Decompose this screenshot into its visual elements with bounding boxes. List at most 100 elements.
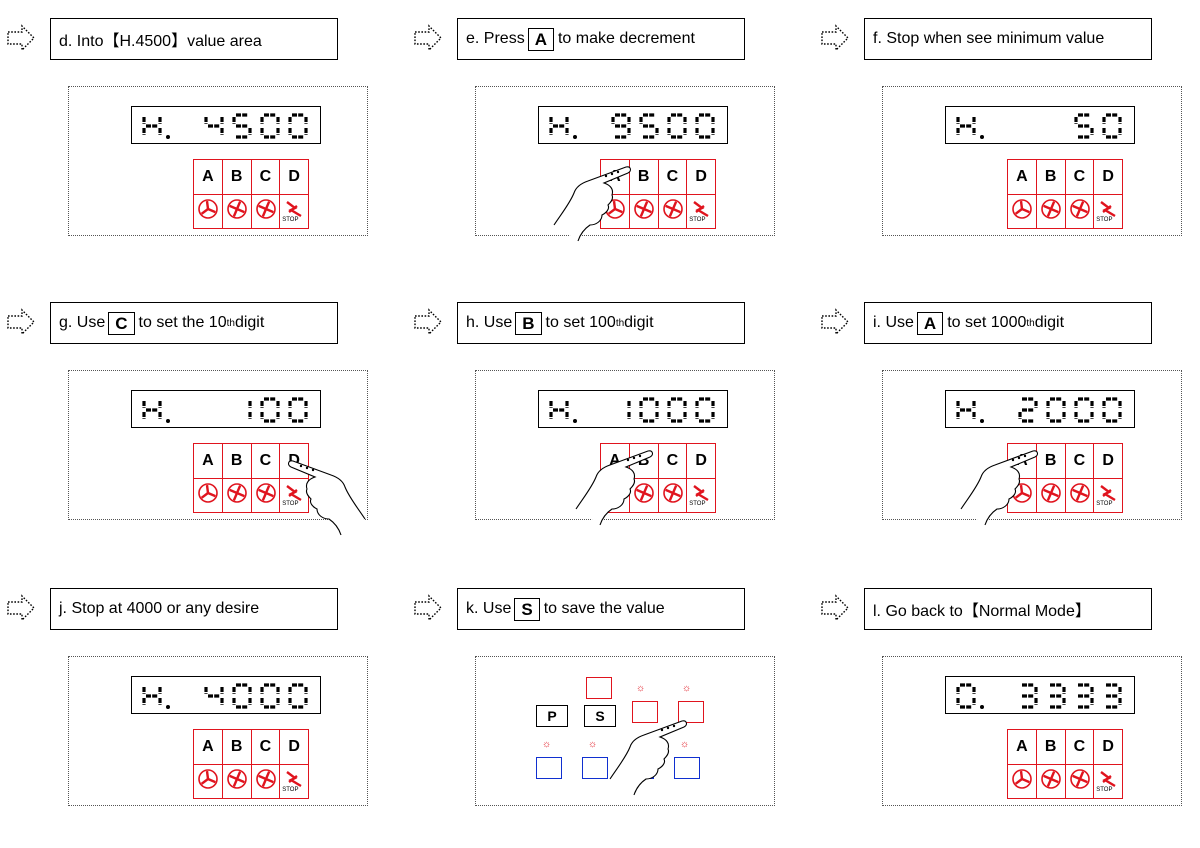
blue-function-key[interactable] — [536, 757, 562, 779]
display-lead-glyph — [551, 401, 567, 419]
display-digits — [132, 391, 322, 429]
key-c[interactable]: C — [659, 444, 688, 512]
display-lead-glyph — [144, 117, 160, 135]
display-digit-2 — [234, 115, 250, 137]
key-label: A — [194, 730, 222, 765]
key-label: D — [1094, 444, 1122, 479]
caption-text: f. Stop when see minimum value — [873, 30, 1104, 48]
indicator-led-icon: ☼ — [682, 683, 691, 694]
caption-text-post: to set 100 — [546, 314, 616, 332]
key-label: B — [1037, 160, 1065, 195]
fan-half-icon — [255, 198, 277, 220]
key-c[interactable]: C — [252, 444, 281, 512]
key-a[interactable]: A — [194, 730, 223, 798]
caption-text: i. Use — [873, 314, 914, 332]
blue-function-key[interactable] — [582, 757, 608, 779]
rotate-fan-icon — [197, 768, 219, 790]
right-arrow-icon — [6, 594, 36, 622]
display-digit-4 — [697, 115, 713, 137]
fan-half-icon — [662, 198, 684, 220]
key-c[interactable]: C — [1066, 160, 1095, 228]
key-label: D — [687, 160, 715, 195]
key-label: B — [1037, 730, 1065, 765]
key-d[interactable]: D STOP — [280, 160, 308, 228]
fan-half-icon — [662, 482, 684, 504]
stop-label: STOP — [282, 217, 298, 223]
key-label: C — [252, 444, 280, 479]
key-a[interactable]: A — [1008, 730, 1037, 798]
caption-text-end: digit — [235, 314, 264, 332]
key-label: C — [1066, 730, 1094, 765]
fan-half-icon — [255, 482, 277, 504]
indicator-led-icon: ☼ — [542, 739, 551, 750]
display-digit-3 — [669, 115, 685, 137]
red-function-key[interactable] — [586, 677, 612, 699]
caption-text: j. Stop at 4000 or any desire — [59, 600, 259, 618]
display-lead-glyph — [144, 687, 160, 705]
key-b[interactable]: B — [1037, 444, 1066, 512]
key-c[interactable]: C — [1066, 444, 1095, 512]
key-b[interactable]: B — [223, 730, 252, 798]
seven-segment-display — [538, 390, 728, 428]
key-b[interactable]: B — [1037, 160, 1066, 228]
right-arrow-icon — [413, 308, 443, 336]
display-digit-1 — [206, 117, 222, 135]
key-label: D — [1094, 160, 1122, 195]
key-label: D — [1094, 730, 1122, 765]
display-digit-4 — [290, 685, 306, 707]
display-digits — [132, 107, 322, 145]
caption-text-post: to save the value — [544, 600, 665, 618]
key-a[interactable]: A — [1008, 160, 1037, 228]
p-key[interactable]: P — [536, 705, 568, 727]
key-label: B — [223, 444, 251, 479]
display-digit-2 — [641, 115, 657, 137]
key-label: C — [108, 312, 134, 335]
display-lead-glyph — [958, 401, 974, 419]
key-label: C — [252, 730, 280, 765]
key-c[interactable]: C — [252, 160, 281, 228]
pointing-hand-icon — [608, 717, 688, 797]
key-label: A — [1008, 730, 1036, 765]
key-label: C — [1066, 160, 1094, 195]
step-f: f. Stop when see minimum valueABCDSTOP — [820, 18, 1200, 278]
key-c[interactable]: C — [659, 160, 688, 228]
fan-half-icon — [255, 768, 277, 790]
display-digit-4 — [697, 399, 713, 421]
display-digits — [132, 677, 322, 715]
seven-segment-display — [945, 106, 1135, 144]
key-b[interactable]: B — [1037, 730, 1066, 798]
fan-icon — [226, 768, 248, 790]
key-label: C — [659, 444, 687, 479]
key-c[interactable]: C — [1066, 730, 1095, 798]
key-b[interactable]: B — [630, 160, 659, 228]
step-i: i. UseAto set 1000th digitABCDSTOP — [820, 302, 1200, 562]
control-panel: ABCDSTOP — [882, 656, 1182, 806]
caption-text: g. Use — [59, 314, 105, 332]
display-digit-4 — [290, 115, 306, 137]
caption-text-end: digit — [1035, 314, 1064, 332]
step-d: d. Into【H.4500】value areaABCDSTOP — [6, 18, 386, 278]
display-digits — [946, 107, 1136, 145]
key-b[interactable]: B — [223, 160, 252, 228]
display-digit-4 — [1106, 685, 1120, 707]
key-label: D — [280, 160, 308, 195]
fan-icon — [226, 482, 248, 504]
key-label: D — [280, 730, 308, 765]
key-label: A — [917, 312, 943, 335]
key-b[interactable]: B — [223, 444, 252, 512]
key-a[interactable]: A — [194, 444, 223, 512]
key-c[interactable]: C — [252, 730, 281, 798]
fan-icon — [1040, 198, 1062, 220]
key-a[interactable]: A — [194, 160, 223, 228]
display-lead-glyph — [144, 401, 160, 419]
display-digit-2 — [1048, 399, 1064, 421]
